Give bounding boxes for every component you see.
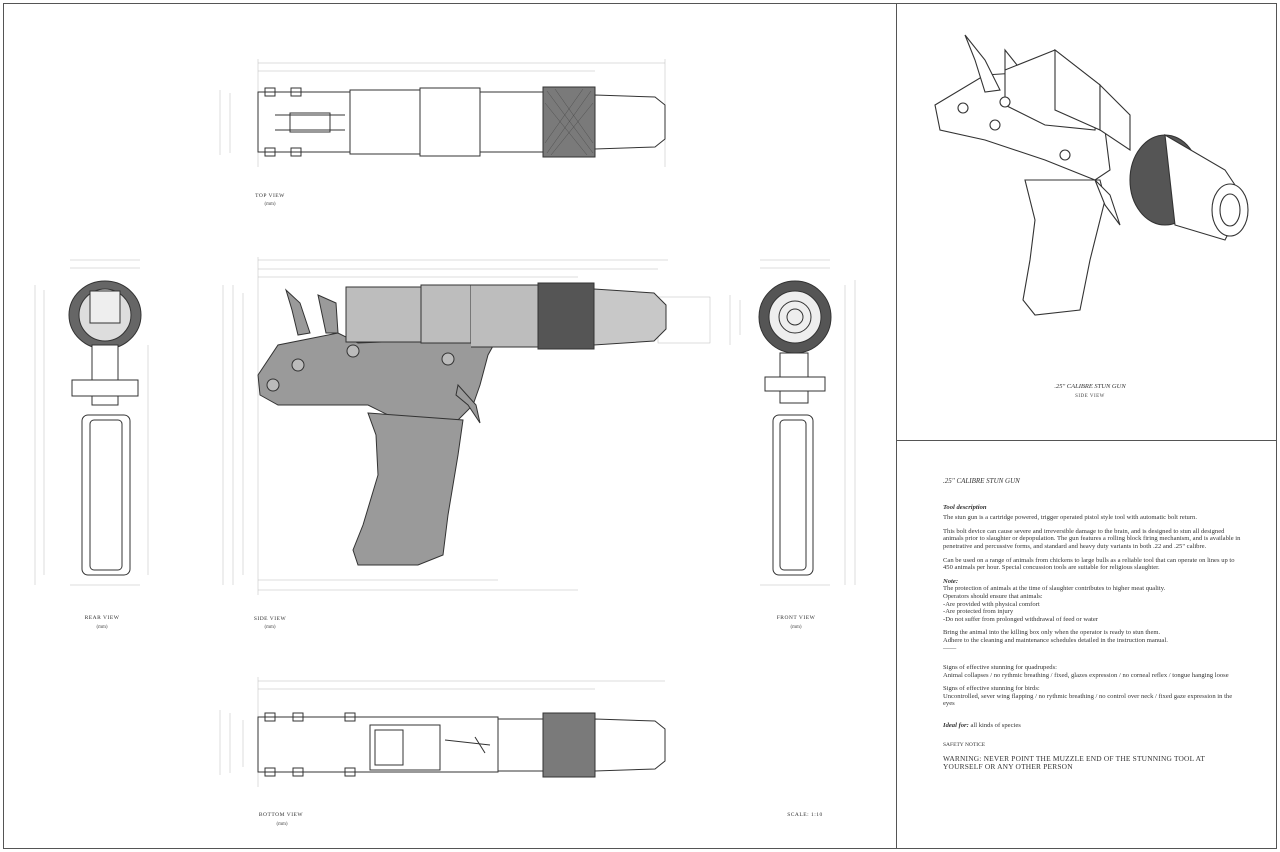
- description-panel: .25" CALIBRE STUN GUN Tool description T…: [943, 477, 1243, 772]
- ideal-heading: Ideal for:: [943, 722, 969, 730]
- scale-label: SCALE: 1:10: [787, 812, 823, 818]
- rear-view-drawing: [34, 259, 149, 586]
- top-view-label: TOP VIEW: [255, 193, 285, 199]
- front-view-unit: (mm): [790, 625, 802, 630]
- ideal-row: Ideal for: all kinds of species: [943, 722, 1243, 730]
- side-view-drawing: [222, 257, 711, 595]
- iso-view-drawing: [934, 34, 1249, 316]
- side-view-label: SIDE VIEW: [253, 616, 287, 622]
- safety-heading: SAFETY NOTICE: [943, 741, 986, 748]
- warning-text: WARNING: NEVER POINT THE MUZZLE END OF T…: [943, 754, 1205, 772]
- top-view-drawing: [219, 59, 666, 167]
- bird-heading: Signs of effective stunning for birds:: [943, 685, 1040, 693]
- bottom-view-unit: (mm): [276, 822, 288, 827]
- side-view-unit: (mm): [264, 625, 276, 630]
- panel-divider-vertical: [896, 3, 897, 849]
- front-view-label: FRONT VIEW: [776, 615, 816, 621]
- bird-text: Uncontrolled, sever wing flapping / no r…: [943, 692, 1233, 708]
- note-line-3: -Are provided with physical comfort: [943, 600, 1040, 608]
- quadruped-heading: Signs of effective stunning for quadrupe…: [943, 664, 1057, 672]
- note-heading: Note:: [943, 577, 959, 585]
- note-line-4: -Are protected from injury: [943, 608, 1014, 616]
- description-para-3: Can be used on a range of animals from c…: [943, 556, 1235, 572]
- note-line-2: Operators should ensure that animals:: [943, 592, 1043, 600]
- bottom-view-label: BOTTOM VIEW: [258, 812, 304, 818]
- front-view-drawing: [729, 259, 856, 586]
- quadruped-text: Animal collapses / no rythmic breathing …: [943, 671, 1229, 679]
- sheet-border: [3, 3, 1277, 849]
- ideal-text: all kinds of species: [970, 722, 1021, 730]
- note-line-1: The protection of animals at the time of…: [943, 585, 1166, 593]
- panel-divider-horizontal: [896, 440, 1277, 441]
- iso-subtitle: SIDE VIEW: [1075, 394, 1105, 399]
- iso-title: .25" CALIBRE STUN GUN: [1054, 383, 1126, 390]
- bottom-view-drawing: [219, 677, 666, 787]
- rear-view-unit: (mm): [96, 625, 108, 630]
- description-para-1: The stun gun is a cartridge powered, tri…: [943, 514, 1197, 522]
- note-line-5: -Do not suffer from prolonged withdrawal…: [943, 615, 1098, 623]
- separator: ——: [943, 644, 957, 652]
- description-title: .25" CALIBRE STUN GUN: [943, 477, 1020, 485]
- rear-view-label: REAR VIEW: [84, 615, 120, 621]
- top-view-unit: (mm): [264, 202, 276, 207]
- description-para-4b: Adhere to the cleaning and maintenance s…: [943, 636, 1168, 644]
- description-para-4a: Bring the animal into the killing box on…: [943, 629, 1161, 637]
- description-para-2: This bolt device can cause severe and ir…: [943, 527, 1241, 550]
- tool-description-heading: Tool description: [943, 503, 987, 511]
